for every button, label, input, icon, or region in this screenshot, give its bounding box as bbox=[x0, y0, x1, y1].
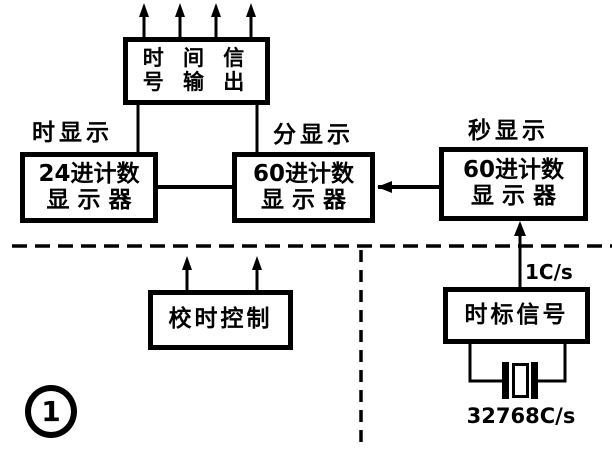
second-counter-line1: 60进计数 bbox=[462, 157, 564, 184]
minute-counter-line1: 60进计数 bbox=[252, 160, 354, 187]
minute-counter-line2: 显 示 器 bbox=[260, 186, 346, 213]
timebase-to-second-arrow bbox=[514, 221, 526, 288]
time-signal-output-box: 时 间 信 号 输 出 bbox=[123, 37, 270, 105]
rate-label: 1C/s bbox=[525, 260, 573, 284]
timebase-signal-label: 时标信号 bbox=[464, 301, 569, 328]
calibration-control-box: 校时控制 bbox=[148, 290, 293, 350]
second-counter-line2: 显 示 器 bbox=[470, 183, 556, 209]
hour-display-caption: 时显示 bbox=[32, 120, 113, 146]
time-signal-output-line1: 时 间 信 bbox=[142, 46, 251, 71]
calibration-control-label: 校时控制 bbox=[168, 306, 273, 333]
figure-number: 1 bbox=[41, 395, 61, 428]
minute-display-caption: 分显示 bbox=[273, 122, 354, 148]
time-signal-output-line2: 号 输 出 bbox=[142, 70, 251, 94]
second-to-minute-arrow bbox=[377, 181, 441, 193]
minute-counter-box: 60进计数 显 示 器 bbox=[232, 152, 375, 223]
second-display-caption: 秒显示 bbox=[468, 118, 549, 144]
hour-counter-line2: 显 示 器 bbox=[46, 186, 132, 213]
hour-counter-line1: 24进计数 bbox=[38, 160, 140, 187]
figure-number-badge: 1 bbox=[25, 385, 77, 438]
second-counter-box: 60进计数 显 示 器 bbox=[439, 147, 588, 221]
calibration-up-arrows-icon bbox=[182, 256, 262, 290]
timebase-signal-box: 时标信号 bbox=[443, 287, 590, 344]
crystal-oscillator-icon bbox=[468, 344, 567, 399]
hour-counter-box: 24进计数 显 示 器 bbox=[20, 152, 158, 223]
crystal-frequency-label: 32768C/s bbox=[466, 404, 576, 428]
output-up-arrows-icon bbox=[139, 3, 256, 37]
